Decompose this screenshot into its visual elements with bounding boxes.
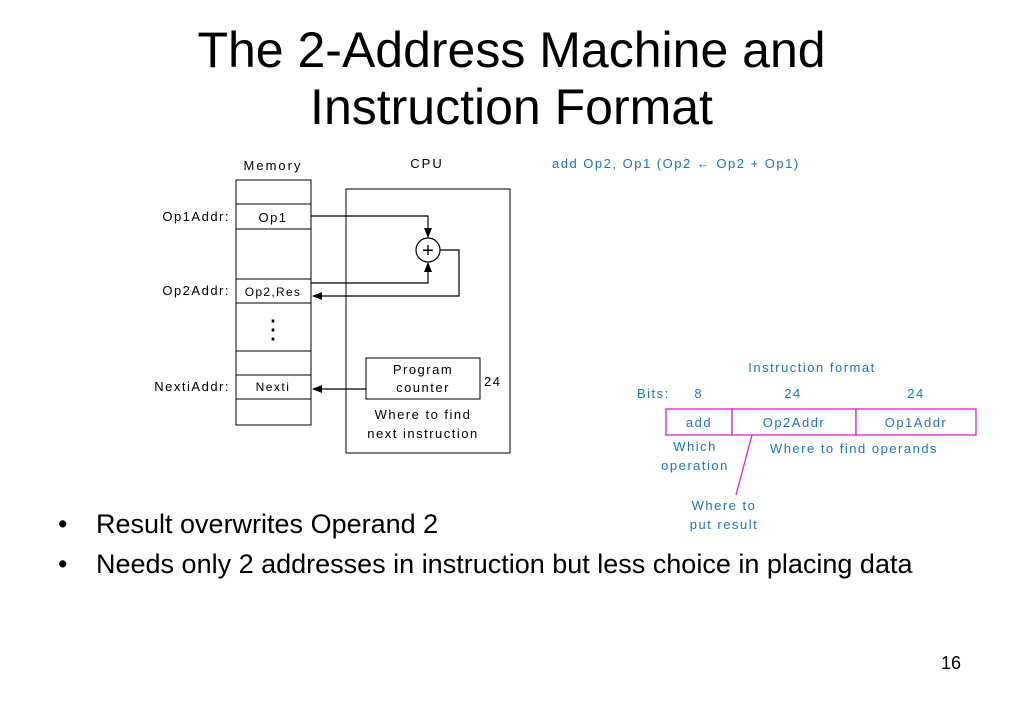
find-next-line2: next instruction [367, 426, 478, 441]
memory-column [235, 179, 312, 426]
bits-opcode: 8 [694, 386, 701, 401]
pc-label-line2: counter [396, 380, 450, 395]
bullet-text: Needs only 2 addresses in instruction bu… [96, 549, 913, 579]
op2-to-adder-arrow [311, 262, 432, 284]
memory-cell-op2res: Op2,Res [245, 285, 301, 299]
bullet-dot: • [58, 549, 68, 579]
find-next-line1: Where to find [375, 407, 472, 422]
title-line-1: The 2-Address Machine and [197, 22, 826, 78]
slide-title: The 2-Address Machine and Instruction Fo… [0, 22, 1023, 136]
result-to-memory-arrow [312, 249, 460, 300]
bits-op2: 24 [784, 386, 801, 401]
which-op-line1: Which [673, 439, 717, 454]
bullet-item: • Needs only 2 addresses in instruction … [58, 548, 963, 580]
field-op2addr: Op2Addr [763, 415, 826, 430]
bits-label: Bits: [637, 386, 670, 401]
cpu-box [345, 188, 511, 454]
memory-ellipsis: ⋮ [260, 314, 286, 344]
pc-label-line1: Program [393, 362, 453, 377]
field-op1addr: Op1Addr [885, 415, 948, 430]
instruction-fields [665, 408, 977, 436]
op1addr-label: Op1Addr: [162, 209, 230, 224]
nextiaddr-label: NextiAddr: [154, 379, 230, 394]
which-op-line2: operation [661, 458, 729, 473]
op2addr-label: Op2Addr: [162, 283, 230, 298]
put-result-pointer [735, 434, 753, 496]
memory-cell-nexti: Nexti [256, 380, 291, 394]
adder-symbol: + [422, 240, 434, 262]
memory-label: Memory [244, 158, 303, 173]
put-result-line1: Where to [692, 498, 757, 513]
bullet-list: • Result overwrites Operand 2 • Needs on… [58, 508, 963, 588]
format-title: Instruction format [748, 360, 875, 375]
bullet-dot: • [58, 509, 68, 539]
title-line-2: Instruction Format [310, 79, 713, 135]
bullet-text: Result overwrites Operand 2 [96, 509, 439, 539]
put-result-line2: put result [690, 517, 758, 532]
where-operands-label: Where to find operands [770, 441, 938, 456]
pc-width-label: 24 [484, 374, 501, 389]
memory-cell-op1: Op1 [258, 210, 287, 225]
bits-op1: 24 [907, 386, 924, 401]
field-opcode: add [686, 415, 712, 430]
page-number: 16 [940, 653, 961, 673]
bullet-item: • Result overwrites Operand 2 [58, 508, 963, 540]
program-counter-box [365, 357, 481, 400]
op1-to-adder-arrow [311, 215, 432, 238]
instruction-text: add Op2, Op1 (Op2 ← Op2 + Op1) [552, 156, 800, 171]
cpu-label: CPU [410, 156, 443, 171]
